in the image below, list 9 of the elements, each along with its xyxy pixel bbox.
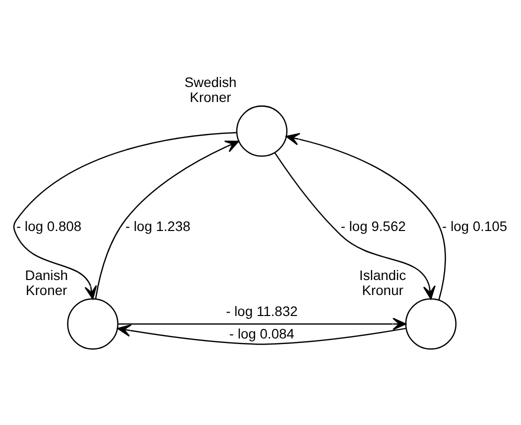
edge-label: - log 0.084 [229,326,294,342]
edge-label: - log 11.832 [226,304,298,320]
edge-label: - log 0.808 [16,219,82,234]
edge-label: - log 1.238 [125,219,190,234]
edge-label: - log 9.562 [340,219,406,234]
node-label: Danish Kroner [25,268,68,298]
node-label: Swedish Kroner [184,75,236,106]
edge-label: - log 0.105 [442,219,508,234]
node-label: Islandic Kronur [359,268,406,298]
